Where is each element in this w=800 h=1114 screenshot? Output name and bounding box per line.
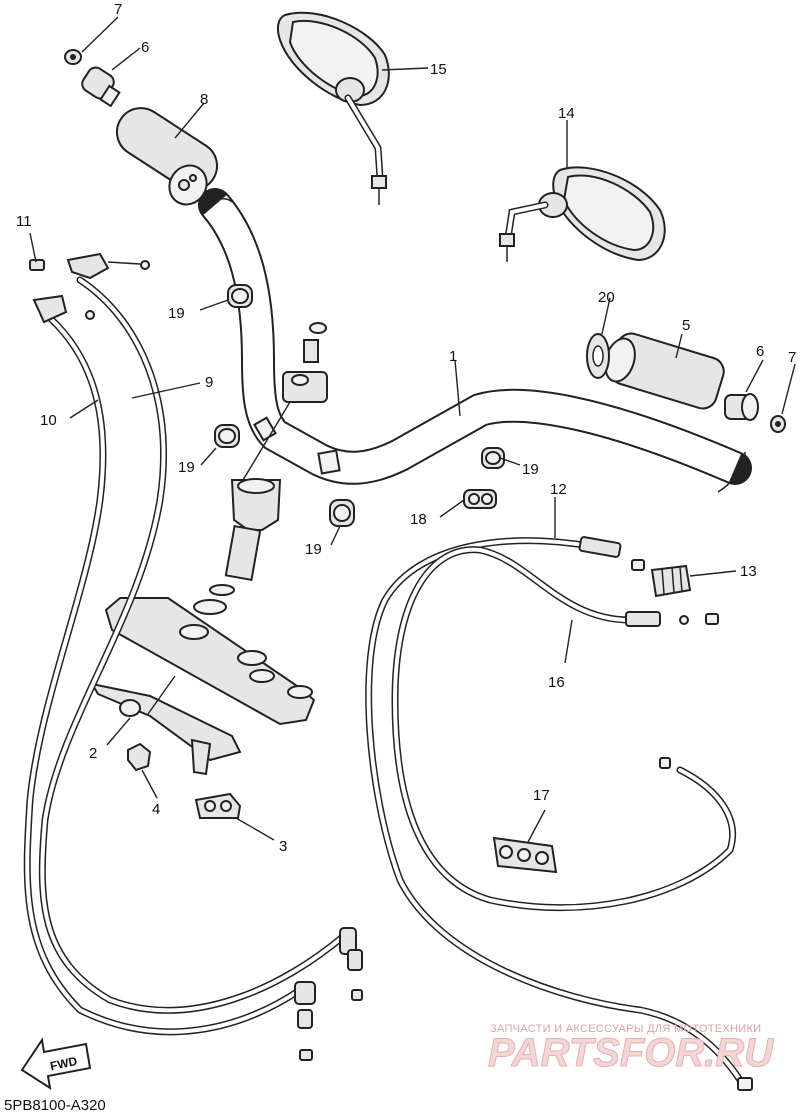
grip-collar [586,333,610,379]
cable-holder-3 [194,792,242,819]
callout-19-d: 19 [305,541,322,558]
cable-holder-mid [214,424,240,448]
callout-19-a: 19 [168,305,185,322]
callout-8: 8 [200,91,208,108]
callout-14: 14 [558,105,575,122]
callout-17: 17 [533,787,550,804]
callout-2: 2 [89,745,97,762]
watermark-tagline: ЗАПЧАСТИ И АКСЕССУАРЫ ДЛЯ МОТОТЕХНИКИ [490,1023,761,1035]
callout-19-b: 19 [178,459,195,476]
callout-15: 15 [430,61,447,78]
watermark-brand: PARTSFOR.RU [488,1031,774,1075]
clutch-cable [23,294,316,1061]
handlebar-riser [193,478,282,615]
cable-holder-upper [227,284,253,308]
cable-clamp-17 [492,836,558,874]
brake-cable [391,546,737,912]
cable-clamp [463,489,497,509]
cable-holder-right [481,447,505,469]
upper-bracket [104,597,316,726]
leader-lines [29,16,796,843]
callout-11: 11 [16,213,32,230]
callout-13: 13 [740,563,757,580]
callout-6-right: 6 [756,343,764,360]
callout-6-left: 6 [141,39,149,56]
callout-9: 9 [205,374,213,391]
left-grip-end [64,49,121,108]
callout-12: 12 [550,481,567,498]
left-lever-bracket [29,252,150,280]
callout-1: 1 [449,348,457,365]
cable-boot [650,564,692,598]
callout-5: 5 [682,317,690,334]
speedometer-cable [365,536,753,1091]
callout-3: 3 [279,838,287,855]
forward-arrow: FWD [20,1037,92,1091]
right-mirror [499,166,666,262]
left-grip [116,107,218,206]
watermark: ЗАПЧАСТИ И АКСЕССУАРЫ ДЛЯ МОТОТЕХНИКИ PA… [488,1023,775,1076]
forward-arrow-label: FWD [49,1054,79,1073]
callout-7-right: 7 [788,349,796,366]
diagram-code: 5PB8100-A320 [4,1097,106,1114]
callout-10: 10 [40,412,57,429]
callout-20: 20 [598,289,615,306]
callout-7-left: 7 [114,1,122,18]
callout-4: 4 [152,801,160,818]
throttle-cable [38,276,363,1014]
cable-holder-lower [329,499,355,527]
right-grip [604,332,725,410]
callout-18: 18 [410,511,427,528]
right-grip-end [724,393,786,433]
left-mirror [276,11,390,205]
callout-16: 16 [548,674,565,691]
callout-19-c: 19 [522,461,539,478]
cable-guide-bracket [89,682,242,776]
callouts: 7 6 8 15 14 11 19 9 10 19 1 19 18 12 19 … [16,1,796,855]
upper-handlebar-holder [282,322,328,403]
handlebar [198,188,752,493]
